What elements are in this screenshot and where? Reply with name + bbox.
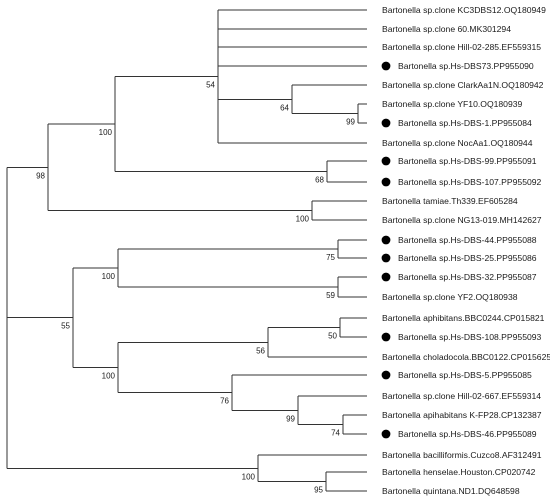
bootstrap-value: 59	[326, 291, 335, 300]
taxon-label: Bartonella sp.Hs-DBS-5.PP955085	[398, 370, 532, 380]
bootstrap-value: 100	[102, 272, 116, 281]
sample-marker-dot	[381, 177, 391, 187]
bootstrap-value: 76	[220, 397, 229, 406]
bootstrap-value: 100	[102, 371, 116, 380]
taxon-label: Bartonella sp.Hs-DBS-1.PP955084	[398, 118, 532, 128]
sample-marker-dot	[381, 61, 391, 71]
bootstrap-value: 100	[242, 472, 256, 481]
taxon-label: Bartonella aphibitans.BBC0244.CP015821	[382, 313, 545, 323]
sample-marker-dot	[381, 118, 391, 128]
bootstrap-value: 100	[99, 128, 113, 137]
bootstrap-value: 99	[286, 414, 295, 423]
sample-marker-dot	[381, 332, 391, 342]
bootstrap-value: 74	[331, 429, 340, 438]
bootstrap-value: 54	[206, 81, 215, 90]
taxon-label: Bartonella bacilliformis.Cuzco8.AF312491	[382, 450, 542, 460]
sample-marker-dot	[381, 370, 391, 380]
bootstrap-value: 100	[296, 215, 310, 224]
sample-marker-dot	[381, 272, 391, 282]
taxon-label: Bartonella apihabitans K-FP28.CP132387	[382, 410, 542, 420]
taxon-label: Bartonella sp.Hs-DBS-46.PP955089	[398, 429, 537, 439]
bootstrap-value: 56	[256, 346, 265, 355]
taxon-label: Bartonella sp.Hs-DBS73.PP955090	[398, 61, 534, 71]
taxon-label: Bartonella sp.Hs-DBS-44.PP955088	[398, 235, 537, 245]
taxon-label: Bartonella sp.clone ClarkAa1N.OQ180942	[382, 80, 544, 90]
taxon-label: Bartonella sp.clone 60.MK301294	[382, 24, 511, 34]
bootstrap-value: 95	[314, 486, 323, 495]
taxon-label: Bartonella sp.clone NG13-019.MH142627	[382, 215, 542, 225]
sample-marker-dot	[381, 253, 391, 263]
sample-marker-dot	[381, 235, 391, 245]
bootstrap-value: 55	[61, 322, 70, 331]
taxon-label: Bartonella choladocola.BBC0122.CP015625	[382, 352, 550, 362]
bootstrap-value: 68	[315, 176, 324, 185]
taxon-label: Bartonella sp.clone YF2.OQ180938	[382, 292, 518, 302]
bootstrap-value: 75	[326, 253, 335, 262]
taxon-label: Bartonella sp.Hs-DBS-99.PP955091	[398, 156, 537, 166]
bootstrap-value: 99	[346, 118, 355, 127]
bootstrap-value: 50	[328, 332, 337, 341]
taxon-label: Bartonella sp.clone Hill-02-667.EF559314	[382, 391, 541, 401]
taxon-label: Bartonella sp.clone NocAa1.OQ180944	[382, 138, 533, 148]
bootstrap-value: 64	[280, 103, 289, 112]
bootstrap-value: 98	[36, 171, 45, 180]
sample-marker-dot	[381, 156, 391, 166]
taxon-label: Bartonella quintana.ND1.DQ648598	[382, 486, 520, 496]
taxon-label: Bartonella tamiae.Th339.EF605284	[382, 196, 518, 206]
taxon-label: Bartonella sp.Hs-DBS-32.PP955087	[398, 272, 537, 282]
sample-marker-dot	[381, 429, 391, 439]
taxon-label: Bartonella sp.Hs-DBS-107.PP955092	[398, 177, 542, 187]
taxon-label: Bartonella sp.clone Hill-02-285.EF559315	[382, 42, 541, 52]
taxon-label: Bartonella henselae.Houston.CP020742	[382, 467, 536, 477]
taxon-label: Bartonella sp.clone YF10.OQ180939	[382, 99, 523, 109]
taxon-label: Bartonella sp.clone KC3DBS12.OQ180949	[382, 5, 546, 15]
taxon-label: Bartonella sp.Hs-DBS-108.PP955093	[398, 332, 542, 342]
taxon-label: Bartonella sp.Hs-DBS-25.PP955086	[398, 253, 537, 263]
